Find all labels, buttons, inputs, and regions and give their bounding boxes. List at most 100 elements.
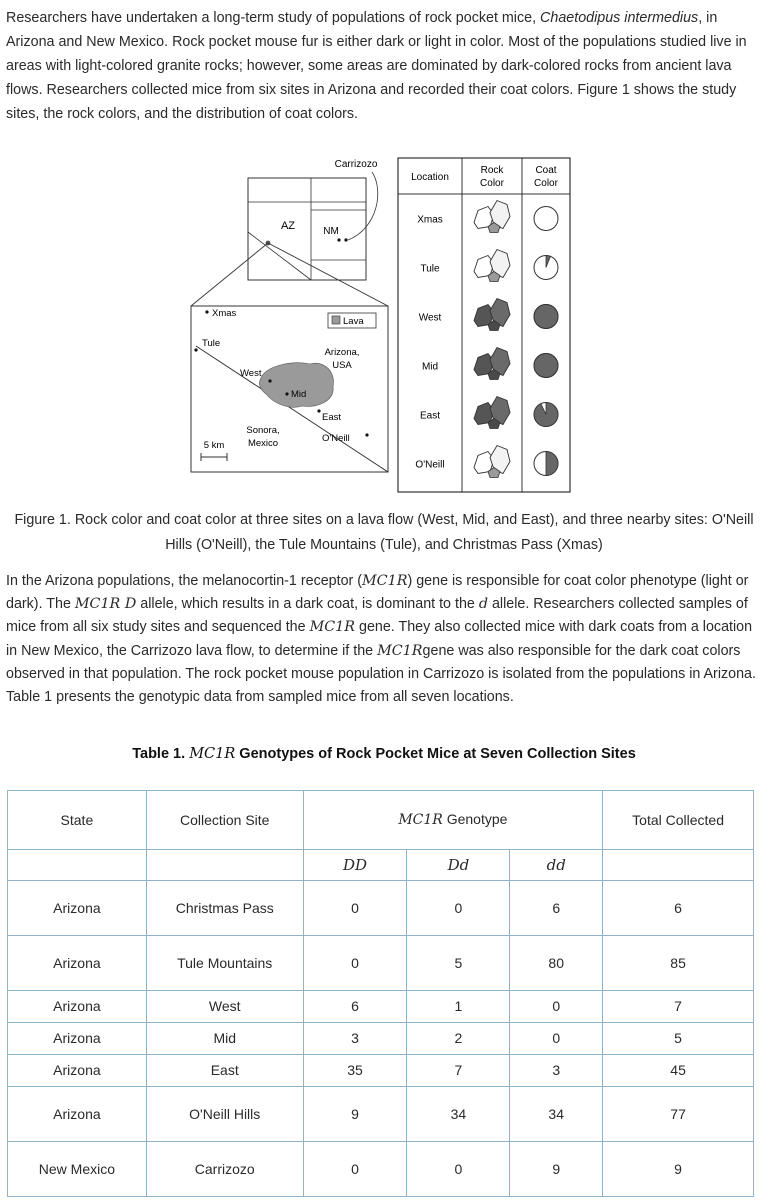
cell-total: 45: [602, 1054, 754, 1087]
light-rock-icon: [473, 444, 511, 478]
panel-header-coat-2: Color: [534, 178, 559, 189]
gene-allele: MC1R D: [74, 596, 137, 613]
cell-DD: 35: [302, 1054, 408, 1087]
para2-text: ) gene is responsible for coat color phe…: [6, 573, 749, 613]
tule-dot: [194, 348, 198, 352]
allele-d: d: [478, 596, 488, 613]
table-caption-gene: MC1R: [189, 746, 236, 762]
scale-bar: [200, 453, 228, 461]
cell-dd: 3: [509, 1054, 604, 1087]
east-map-label: East: [322, 412, 341, 423]
cell-total: 7: [602, 990, 754, 1023]
para2-text: allele. Researchers collected samples of…: [6, 596, 748, 636]
header-genotype: MC1R Genotype: [302, 790, 604, 850]
header-genotype-word: Genotype: [442, 811, 508, 827]
intro-text-2: , in Arizona and New Mexico. Rock pocket…: [6, 10, 747, 122]
lava-flow-region: [259, 362, 334, 408]
cell-dd: 0: [509, 1022, 604, 1055]
genotype-table: State Collection Site MC1R Genotype Tota…: [7, 790, 754, 1197]
cell-state: Arizona: [7, 990, 147, 1023]
para2-text: allele, which results in a dark coat, is…: [136, 596, 479, 613]
cell-dd: 6: [509, 880, 604, 936]
az-label: AZ: [281, 220, 295, 232]
detail-map: Xmas Lava Tule Arizona, USA West Mid Eas…: [190, 305, 389, 473]
figure-svg: AZ NM Carrizozo Xmas Lava: [190, 157, 571, 493]
coat-color-panel: Location Rock Color Coat Color XmasTuleW…: [397, 157, 571, 493]
coat-color-pie: [533, 304, 559, 329]
para2-text: gene. They also collected mice with dark…: [6, 619, 753, 659]
panel-location-label: Tule: [420, 264, 440, 275]
coat-color-pie: [533, 353, 559, 378]
cell-collection-site: Mid: [145, 1022, 304, 1055]
header-DD: DD: [302, 849, 408, 881]
dark-rock-icon: [473, 346, 511, 380]
cell-total: 9: [602, 1141, 754, 1197]
subheader-empty: [145, 849, 304, 881]
cell-Dd: 2: [406, 1022, 511, 1055]
panel-header-rock-1: Rock: [481, 165, 505, 176]
panel-location-label: East: [420, 411, 440, 422]
xmas-dot: [205, 310, 209, 314]
carrizozo-dot: [344, 238, 348, 242]
subheader-empty: [7, 849, 147, 881]
gene-name: MC1R: [377, 642, 423, 659]
genotype-table-body: State Collection Site MC1R Genotype Tota…: [7, 790, 754, 1197]
us-inset-map: AZ NM Carrizozo: [247, 159, 379, 281]
table-subheader-row: DD Dd dd: [7, 849, 754, 881]
cell-DD: 3: [302, 1022, 408, 1055]
genotype-paragraph: In the Arizona populations, the melanoco…: [6, 570, 762, 709]
cell-DD: 0: [302, 935, 408, 991]
cell-Dd: 34: [406, 1086, 511, 1142]
tule-map-label: Tule: [202, 338, 220, 349]
figure-1: AZ NM Carrizozo Xmas Lava: [0, 150, 768, 500]
cell-collection-site: Christmas Pass: [145, 880, 304, 936]
intro-paragraph: Researchers have undertaken a long-term …: [6, 6, 758, 126]
scale-label: 5 km: [204, 440, 225, 451]
panel-location-label: Mid: [422, 362, 438, 373]
header-Dd: Dd: [406, 849, 511, 881]
cell-state: Arizona: [7, 880, 147, 936]
nm-site-dot: [337, 238, 341, 242]
cell-Dd: 7: [406, 1054, 511, 1087]
light-rock-icon: [473, 199, 511, 233]
cell-collection-site: East: [145, 1054, 304, 1087]
panel-location-label: Xmas: [417, 215, 443, 226]
gene-name: MC1R: [362, 573, 408, 589]
cell-state: New Mexico: [7, 1141, 147, 1197]
cell-collection-site: West: [145, 990, 304, 1023]
cell-total: 6: [602, 880, 754, 936]
header-total-collected: Total Collected: [602, 790, 754, 850]
cell-dd: 34: [509, 1086, 604, 1142]
lava-legend-label: Lava: [343, 316, 364, 327]
cell-Dd: 5: [406, 935, 511, 991]
dark-rock-icon: [473, 395, 511, 429]
cell-total: 77: [602, 1086, 754, 1142]
panel-header-rock-2: Color: [480, 178, 505, 189]
sonora-label-1: Sonora,: [246, 425, 279, 436]
carrizozo-label: Carrizozo: [335, 159, 378, 170]
header-collection-site: Collection Site: [145, 790, 304, 850]
cell-DD: 9: [302, 1086, 408, 1142]
cell-state: Arizona: [7, 1022, 147, 1055]
sonora-label-2: Mexico: [248, 438, 278, 449]
cell-DD: 6: [302, 990, 408, 1023]
oneill-dot: [365, 433, 369, 437]
border-line: [195, 345, 389, 473]
panel-location-label: O'Neill: [415, 460, 444, 471]
cell-dd: 80: [509, 935, 604, 991]
intro-text-1: Researchers have undertaken a long-term …: [6, 10, 541, 26]
arizona-label-1: Arizona,: [325, 347, 360, 358]
cell-state: Arizona: [7, 935, 147, 991]
dark-rock-icon: [473, 297, 511, 331]
arizona-label-2: USA: [332, 360, 352, 371]
table-caption-prefix: Table 1.: [132, 746, 190, 762]
cell-collection-site: Tule Mountains: [145, 935, 304, 991]
east-dot: [317, 409, 321, 413]
